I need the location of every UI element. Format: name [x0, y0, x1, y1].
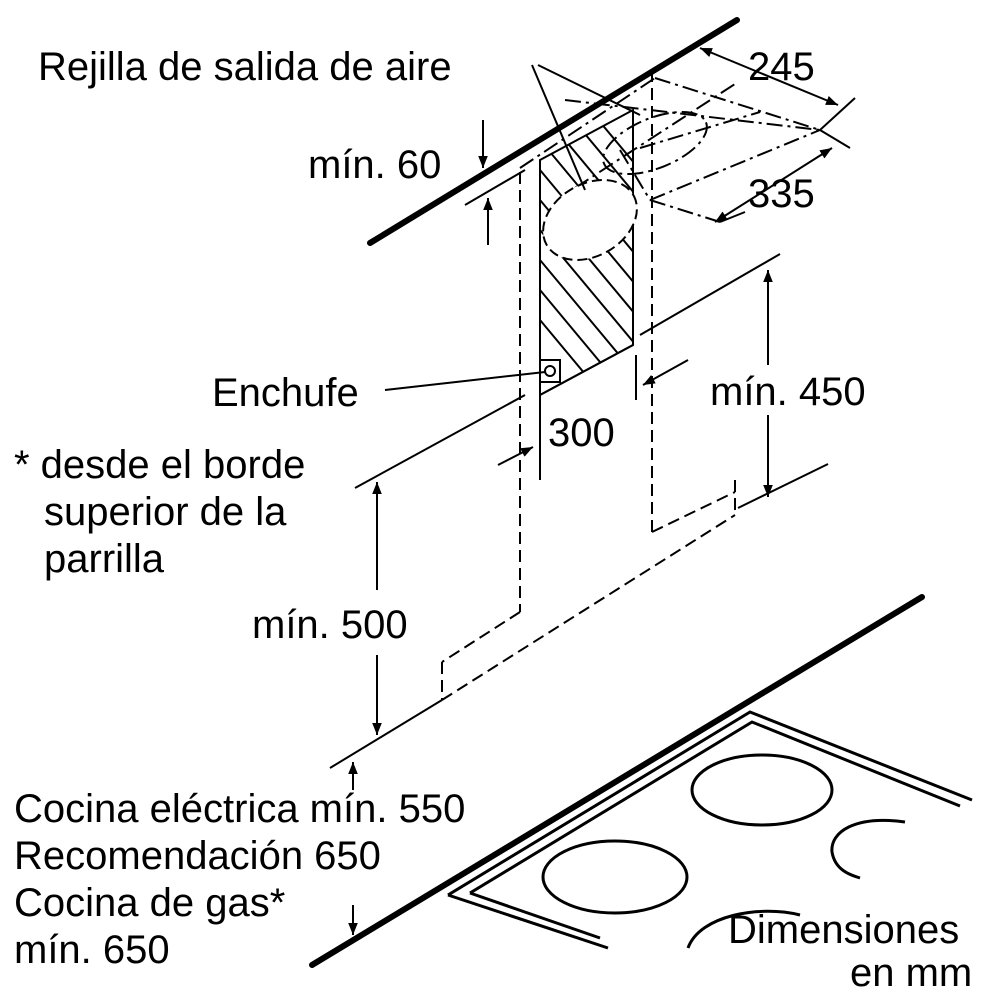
dim-width	[714, 129, 851, 223]
note-line-2: superior de la	[44, 490, 287, 534]
ceiling-gap-label: mín. 60	[308, 143, 441, 187]
plug-label: Enchufe	[212, 371, 359, 415]
hood-height-label: mín. 500	[252, 603, 408, 647]
plug-socket-icon	[539, 359, 561, 383]
grille-leader-2	[537, 64, 641, 116]
grille-leader-1	[531, 64, 586, 191]
plug-leader	[384, 371, 546, 391]
ceiling-line	[367, 17, 740, 246]
gas-line-1: Cocina de gas*	[14, 881, 285, 925]
dimensions-line-1: Dimensiones	[728, 908, 959, 952]
worktop-edge	[309, 594, 925, 968]
electric-min-label: Cocina eléctrica mín. 550	[14, 787, 465, 831]
dim-chimney-width	[497, 355, 689, 480]
recommendation-label: Recomendación 650	[14, 834, 381, 878]
depth-label: 245	[748, 45, 815, 89]
hatched-wall-panel	[539, 108, 638, 397]
air-outlet-grille-label: Rejilla de salida de aire	[38, 45, 452, 89]
chimney-outline	[441, 70, 736, 701]
dim-depth	[699, 47, 856, 131]
note-line-3: parrilla	[44, 537, 165, 581]
width-label: 335	[748, 172, 815, 216]
burner-front-right	[686, 909, 801, 949]
cooktop	[447, 710, 973, 950]
outlet-height-label: mín. 450	[710, 370, 866, 414]
burner-back-right	[830, 818, 906, 880]
burner-back-left	[690, 753, 834, 827]
dim-outlet-height	[639, 253, 829, 509]
note-line-1: * desde el borde	[14, 443, 305, 487]
dim-hood-height	[329, 394, 526, 935]
dim-ceiling-gap	[464, 120, 526, 245]
chimney-width-label: 300	[548, 411, 615, 455]
dimensions-line-2: en mm	[850, 951, 972, 995]
gas-line-2: mín. 650	[14, 928, 170, 972]
burner-front-left	[541, 839, 689, 915]
